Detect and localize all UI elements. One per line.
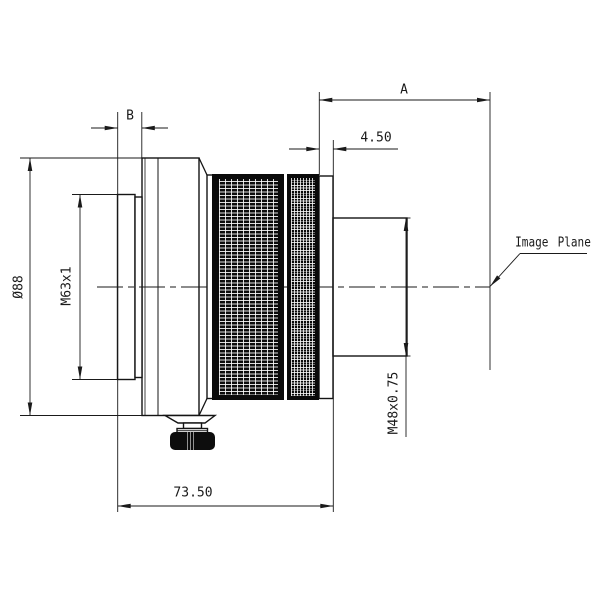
knob-stem bbox=[182, 422, 203, 430]
thumbscrew-knob bbox=[170, 432, 215, 450]
knob-boss bbox=[162, 414, 218, 424]
dim-label-front-thread: M63x1 bbox=[59, 266, 75, 306]
dim-label-b: B bbox=[126, 108, 134, 124]
focus-ring-knurling bbox=[212, 174, 284, 400]
dim-label-rear-thread: M48x0.75 bbox=[386, 371, 402, 435]
dim-label-back-flange: 4.50 bbox=[360, 130, 392, 146]
image-plane-label: Image Plane bbox=[515, 235, 591, 251]
dim-label-a: A bbox=[400, 82, 408, 98]
rear-ring-knurling bbox=[287, 174, 319, 400]
dimension-arrowheads bbox=[27, 97, 501, 509]
dim-label-front-diameter: Ø88 bbox=[11, 275, 27, 299]
dim-label-barrel-length: 73.50 bbox=[173, 485, 213, 501]
image-plane-arrow bbox=[490, 275, 501, 287]
